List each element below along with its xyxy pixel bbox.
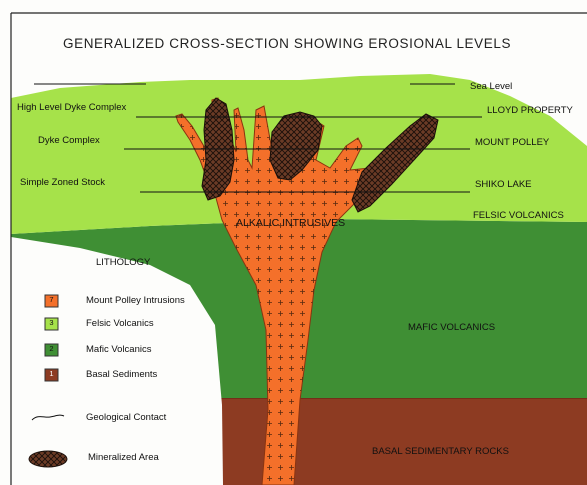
legend-code-7: 7 [45,295,58,307]
label-lloyd-property: LLOYD PROPERTY [487,106,573,116]
legend-code-3: 3 [45,318,58,330]
label-shiko-lake: SHIKO LAKE [475,180,532,190]
legend-label-basal: Basal Sediments [86,370,157,380]
figure-title: GENERALIZED CROSS-SECTION SHOWING EROSIO… [63,37,511,51]
label-mount-polley: MOUNT POLLEY [475,138,549,148]
legend-label-contact: Geological Contact [86,413,166,423]
label-high-level-dyke: High Level Dyke Complex [17,103,126,113]
label-dyke-complex: Dyke Complex [38,136,100,146]
legend-heading: LITHOLOGY [96,258,150,268]
label-alkalic-intrusives: ALKALIC INTRUSIVES [236,218,345,229]
label-sea-level: Sea Level [470,82,512,92]
legend-label-mafic: Mafic Volcanics [86,345,151,355]
label-felsic-volcanics: FELSIC VOLCANICS [473,211,564,221]
legend-label-felsic: Felsic Volcanics [86,319,154,329]
legend-code-2: 2 [45,344,58,356]
legend-code-1: 1 [45,369,58,381]
label-basal-sedimentary: BASAL SEDIMENTARY ROCKS [372,447,509,457]
legend-mineralized-symbol [29,451,67,467]
legend-label-mount-polley: Mount Polley Intrusions [86,296,185,306]
label-simple-zoned-stock: Simple Zoned Stock [20,178,105,188]
legend-label-mineralized: Mineralized Area [88,453,159,463]
label-mafic-volcanics: MAFIC VOLCANICS [408,323,495,333]
